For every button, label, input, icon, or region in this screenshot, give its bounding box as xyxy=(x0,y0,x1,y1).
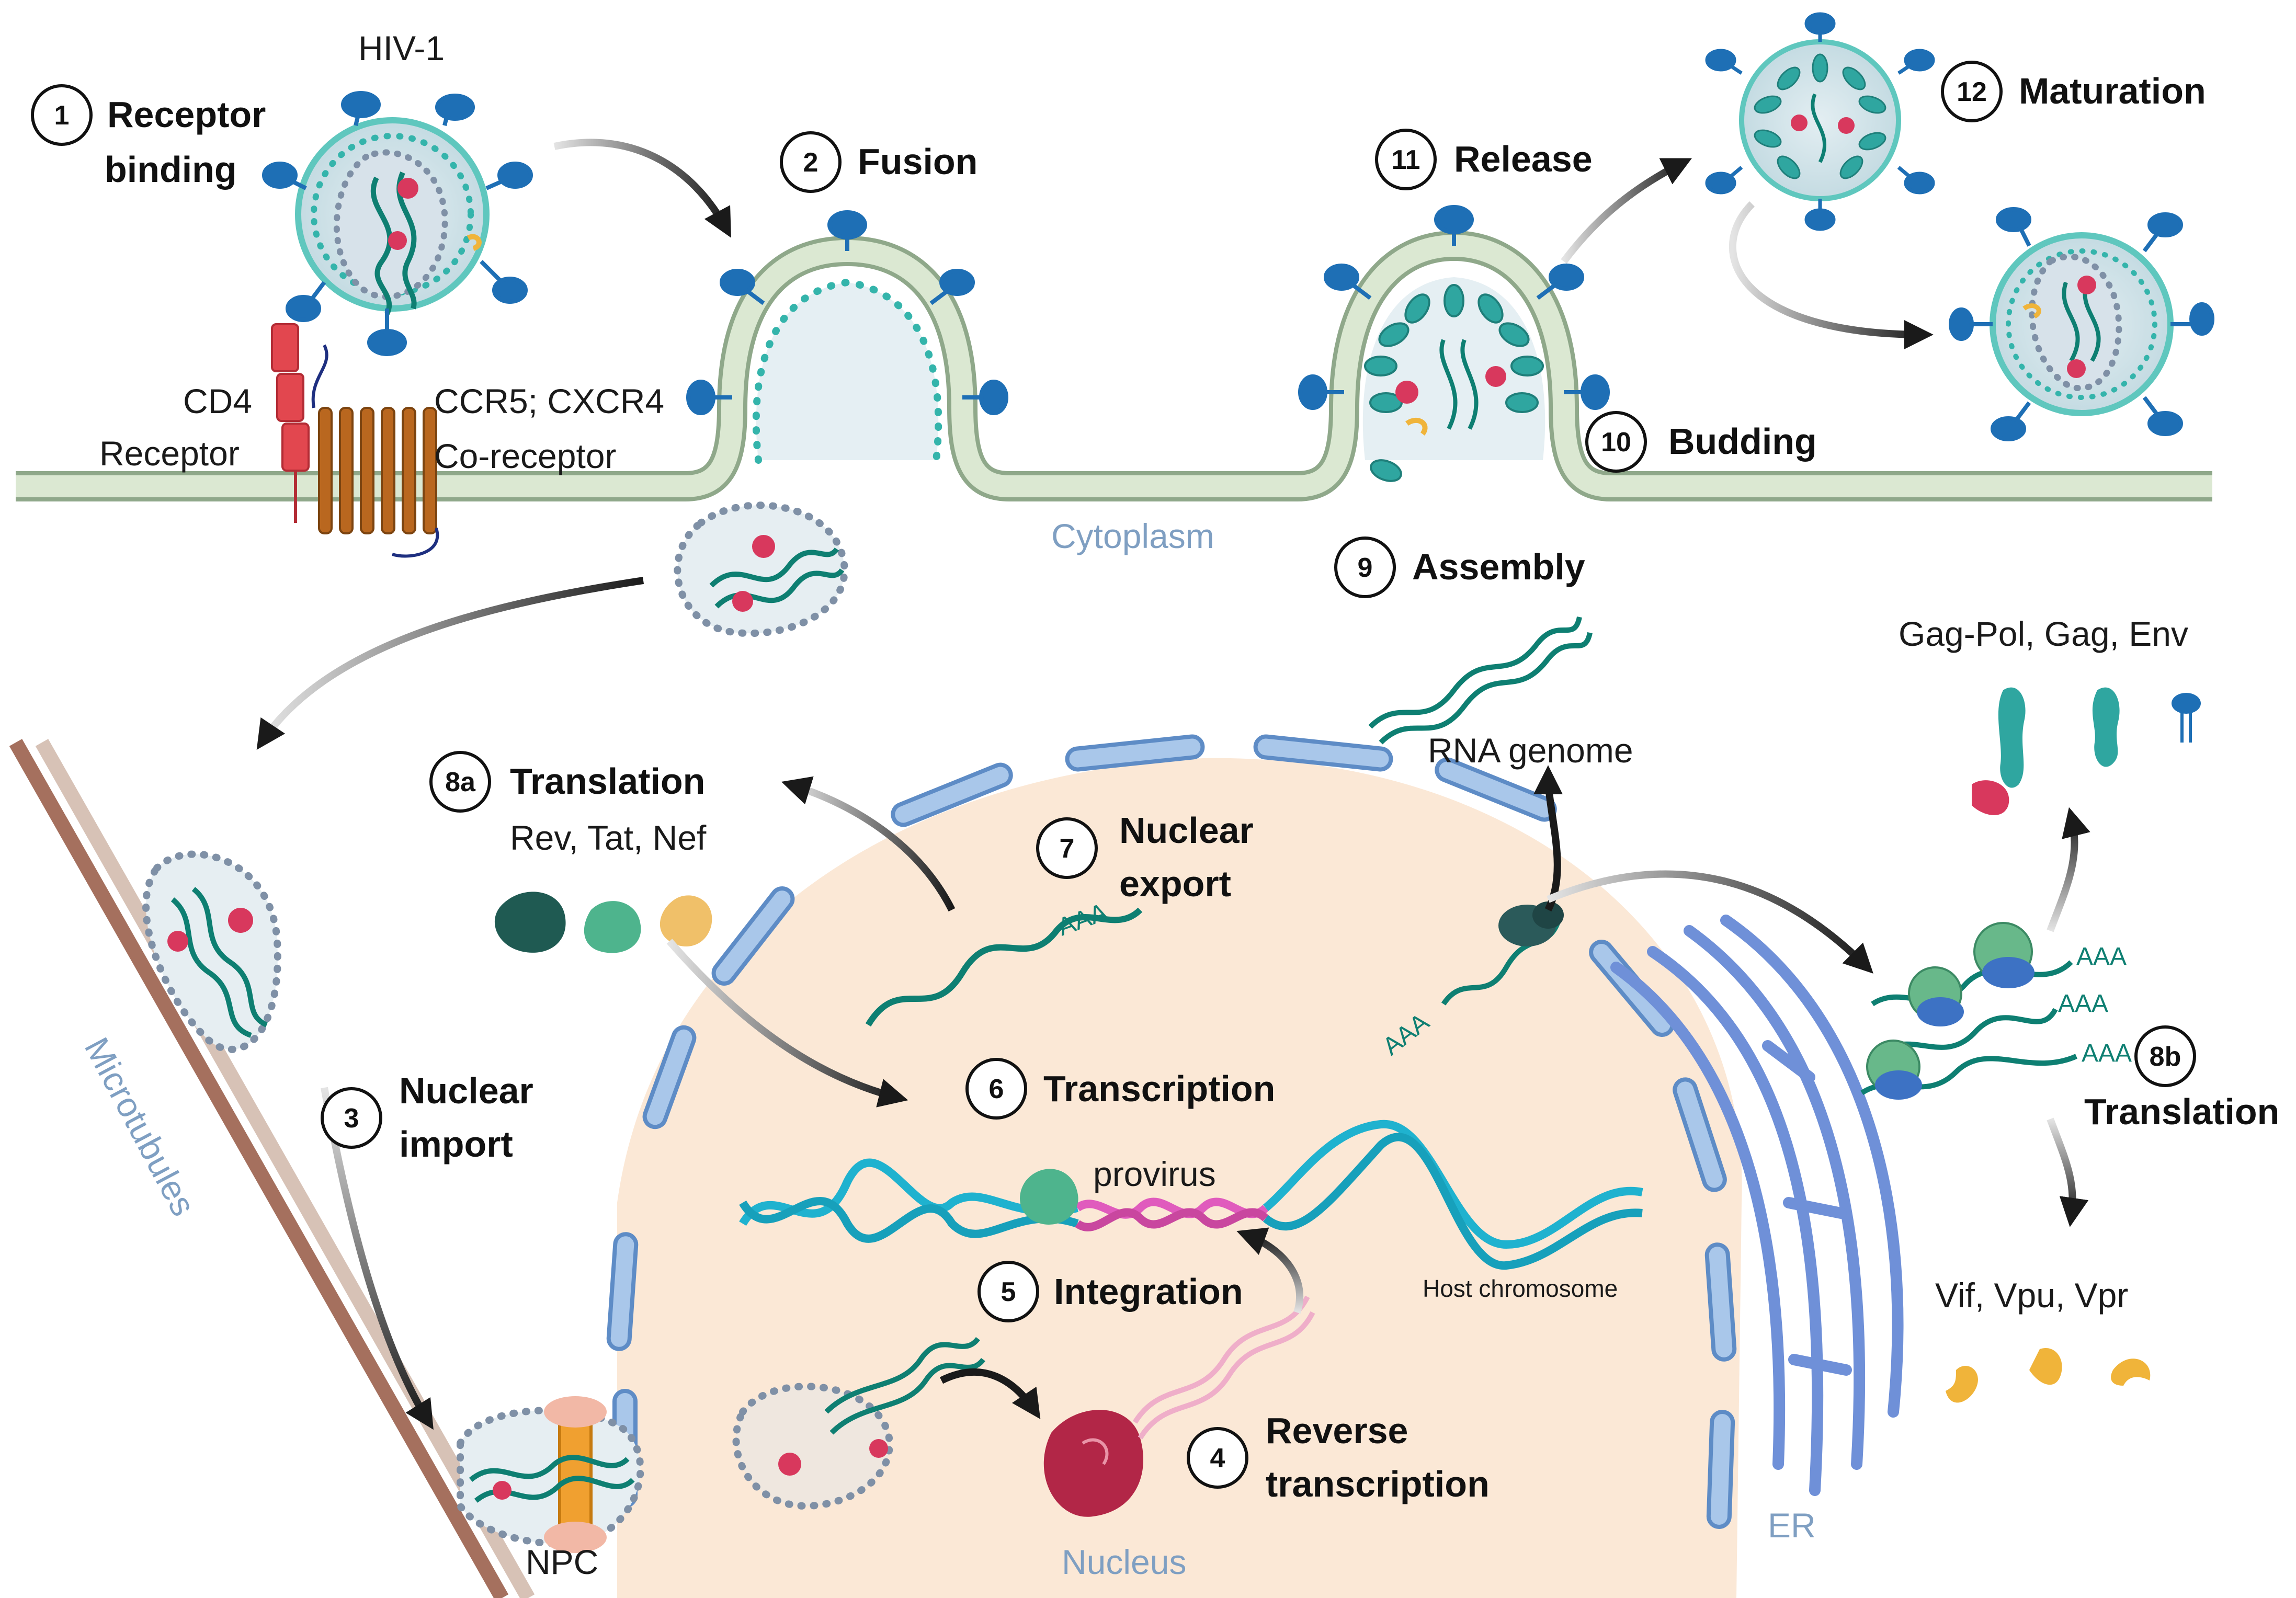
nucleus-label: Nucleus xyxy=(1062,1543,1186,1581)
receptor-label: Receptor xyxy=(99,434,240,473)
cytoplasm-label: Cytoplasm xyxy=(1051,517,1214,555)
svg-text:binding: binding xyxy=(105,149,237,190)
endoplasmic-reticulum xyxy=(1610,915,1904,1496)
rna-genome-strands xyxy=(1368,616,1593,745)
step-nuclear-import: 3 Nuclear import xyxy=(321,1070,533,1165)
mature-virion-spikes xyxy=(1949,207,2214,441)
svg-text:Receptor: Receptor xyxy=(107,94,266,135)
step-maturation: 12 Maturation xyxy=(1941,61,2206,122)
mature-virion xyxy=(1990,232,2174,416)
svg-text:Reverse: Reverse xyxy=(1266,1410,1408,1451)
accessory-proteins-label: Vif, Vpu, Vpr xyxy=(1935,1276,2128,1315)
ribosome-export xyxy=(1498,901,1564,946)
svg-text:Nuclear: Nuclear xyxy=(1119,810,1254,851)
capsid-core-cytoplasm xyxy=(674,501,848,637)
svg-text:transcription: transcription xyxy=(1266,1464,1490,1504)
step-integration: 5 Integration xyxy=(977,1261,1243,1322)
microtubules-label: Microtubules xyxy=(77,1031,203,1222)
svg-text:12: 12 xyxy=(1957,77,1987,107)
nuclear-envelope xyxy=(606,734,1737,1529)
structural-proteins-label: Gag-Pol, Gag, Env xyxy=(1899,614,2188,653)
npc-label: NPC xyxy=(526,1543,598,1581)
immature-virion xyxy=(1739,39,1901,201)
ccr5-coreceptor-shape xyxy=(311,344,439,558)
host-chromosome xyxy=(739,1120,1643,1270)
er-label: ER xyxy=(1768,1506,1816,1545)
cd4-label: CD4 xyxy=(183,382,252,420)
envelope-spikes xyxy=(262,91,1610,415)
immature-virion-spikes xyxy=(1705,12,1935,231)
polya-polysome-2: AAA xyxy=(2058,990,2108,1018)
accessory-proteins-shapes xyxy=(1946,1348,2151,1403)
nuclear-pore-complex xyxy=(457,1396,644,1553)
polya-polysome-1: AAA xyxy=(2076,943,2127,971)
microtubules xyxy=(9,739,535,1598)
svg-text:Assembly: Assembly xyxy=(1412,546,1585,587)
early-proteins-label: Rev, Tat, Nef xyxy=(510,818,707,857)
step-transcription: 6 Transcription xyxy=(965,1058,1275,1120)
step-budding: 10 Budding xyxy=(1585,411,1817,473)
svg-text:1: 1 xyxy=(54,100,70,131)
polysomes xyxy=(1860,922,2078,1100)
provirus-label: provirus xyxy=(1093,1155,1216,1193)
fusion-pore xyxy=(752,278,942,464)
nuclear-mrna xyxy=(865,907,1143,1027)
svg-text:Translation: Translation xyxy=(510,761,705,802)
svg-text:8a: 8a xyxy=(445,767,476,797)
svg-text:Maturation: Maturation xyxy=(2019,71,2206,111)
hiv-label: HIV-1 xyxy=(358,29,445,67)
polya-polysome-3: AAA xyxy=(2082,1040,2132,1067)
step-translation-8a: 8a Translation xyxy=(429,751,705,813)
svg-text:11: 11 xyxy=(1392,145,1420,175)
svg-text:export: export xyxy=(1119,863,1231,904)
svg-text:Release: Release xyxy=(1454,139,1593,179)
step-assembly: 9 Assembly xyxy=(1334,537,1585,598)
integrase-on-dna xyxy=(1020,1169,1078,1225)
coreceptor-names-label: CCR5; CXCR4 xyxy=(434,382,664,420)
svg-text:8b: 8b xyxy=(2150,1042,2181,1072)
step-receptor-binding: 1 Receptor binding xyxy=(31,84,266,190)
svg-text:Translation: Translation xyxy=(2084,1091,2279,1132)
svg-text:9: 9 xyxy=(1358,553,1373,583)
svg-text:Fusion: Fusion xyxy=(858,141,977,182)
cd4-receptor-shape xyxy=(271,323,310,523)
budding-particle xyxy=(1362,277,1545,482)
proviral-dna-strand xyxy=(1132,1295,1315,1440)
svg-text:Nuclear: Nuclear xyxy=(399,1070,533,1111)
nucleus xyxy=(617,758,1742,1598)
rna-genome-label: RNA genome xyxy=(1428,731,1633,770)
svg-text:2: 2 xyxy=(803,147,819,178)
svg-text:4: 4 xyxy=(1210,1443,1225,1474)
svg-text:6: 6 xyxy=(989,1074,1004,1104)
capsid-core-nucleus xyxy=(732,1337,985,1510)
step-fusion: 2 Fusion xyxy=(780,131,977,193)
svg-text:10: 10 xyxy=(1601,427,1631,458)
step-translation-8b: 8b Translation xyxy=(2084,1025,2279,1132)
svg-text:import: import xyxy=(399,1124,513,1165)
svg-text:Budding: Budding xyxy=(1668,421,1817,462)
early-proteins-shapes xyxy=(494,892,712,953)
reverse-transcriptase xyxy=(1043,1410,1143,1517)
cell-membrane xyxy=(16,230,2212,501)
step-reverse-transcription: 4 Reverse transcription xyxy=(1187,1410,1490,1504)
svg-text:5: 5 xyxy=(1001,1277,1016,1307)
step-nuclear-export: 7 Nuclear export xyxy=(1036,810,1254,904)
coreceptor-label: Co-receptor xyxy=(434,437,616,475)
svg-text:Transcription: Transcription xyxy=(1043,1068,1275,1109)
svg-text:3: 3 xyxy=(344,1103,359,1134)
capsid-core-microtubule xyxy=(142,850,281,1053)
structural-proteins-shapes xyxy=(1972,687,2201,815)
step-release: 11 Release xyxy=(1375,129,1593,190)
svg-text:7: 7 xyxy=(1060,834,1075,864)
hiv-virion-binding xyxy=(295,117,490,315)
svg-text:Integration: Integration xyxy=(1054,1271,1243,1312)
pathway-arrows xyxy=(256,139,2090,1430)
host-chromosome-label: Host chromosome xyxy=(1423,1275,1618,1302)
